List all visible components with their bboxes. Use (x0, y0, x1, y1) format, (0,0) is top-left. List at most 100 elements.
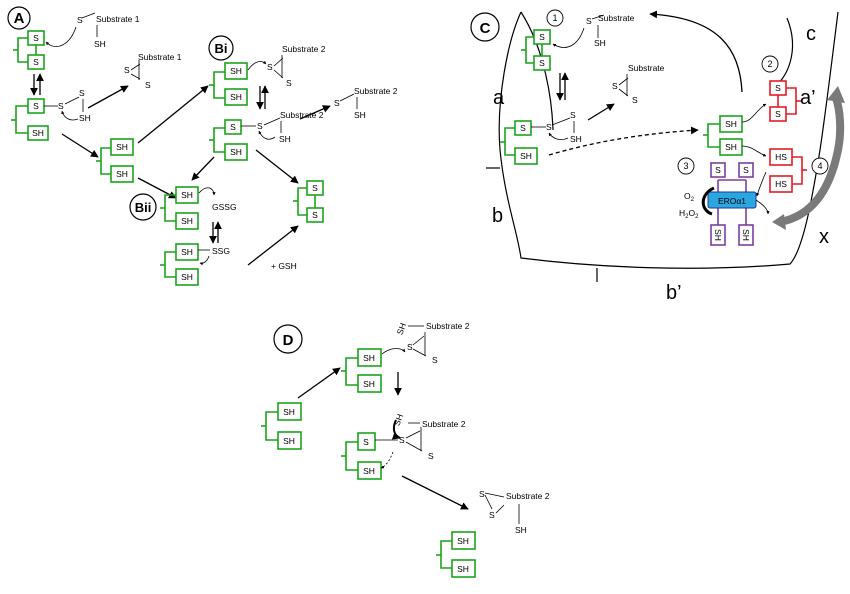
d-dotted-curved-arrow (380, 451, 394, 469)
c-redhs-to-ero-arrow (756, 171, 767, 197)
d-sub1-s1: S (407, 342, 413, 352)
c-green-to-red-arrow (741, 103, 767, 123)
c-red-top-s1: S (775, 83, 781, 93)
bii-gssg-label: GSSG (212, 202, 237, 212)
a-reduced-enzyme: SH SH (96, 138, 134, 183)
bi-ox-s2: S (312, 210, 318, 220)
c-ero-top-s2: S (743, 165, 749, 175)
a-reduced-sh2: SH (116, 169, 128, 179)
c-ox-sub-s2: S (632, 95, 638, 105)
c-region-x: x (819, 226, 829, 248)
panel-a: A S Substrate 1 SH S S S (7, 6, 209, 199)
c-step-3: 3 (683, 161, 688, 171)
c-region-c: c (806, 23, 816, 45)
c-ox-sub-name: Substrate (628, 63, 665, 73)
d-reduced-sh2: SH (283, 436, 295, 446)
c-gray-arrow-head-left (772, 214, 786, 230)
bii-gssg-sh2: SH (181, 216, 193, 226)
d-enzyme2-sh2: SH (363, 379, 375, 389)
bi-mixed-sh: SH (230, 147, 242, 157)
d-enzyme-2: SH SH (341, 348, 382, 393)
d-sub2-name: Substrate 2 (422, 419, 466, 429)
c-step-3-circle (677, 157, 695, 175)
a-enzyme-top-s2: S (33, 57, 39, 67)
a-reduced-sh1: SH (116, 142, 128, 152)
c-enzyme-top: S S (521, 29, 551, 71)
bi-arrow-to-bii (191, 156, 215, 181)
c-mixed-s: S (520, 123, 526, 133)
c-cell-outline (498, 11, 839, 269)
c-mixed-sub-s-left: S (546, 122, 552, 132)
a-mixed-sub-s-left: S (58, 101, 64, 111)
c-inner-wall-left (520, 11, 554, 131)
c-red-bottom-enzyme: HS HS (769, 148, 807, 193)
d-substrate-2: SH Substrate 2 S S (392, 413, 466, 461)
panel-d-badge (273, 324, 303, 354)
bi-product-name: Substrate 2 (354, 86, 398, 96)
c-top-curved-arrow (552, 27, 585, 48)
bii-gssg-sh1: SH (181, 190, 193, 200)
c-step-4: 4 (817, 161, 822, 171)
c-step-1-circle (546, 9, 564, 27)
c-step-2-circle (761, 55, 779, 73)
d-reduced-sh1: SH (283, 407, 295, 417)
c-ox-sub-s1: S (612, 81, 618, 91)
c-oxidized-substrate: S Substrate S (612, 63, 665, 105)
d-product-name: Substrate 2 (506, 491, 550, 501)
c-inner-wall-right (769, 17, 794, 91)
a-mixed-sh: SH (32, 128, 44, 138)
panel-d: D SH SH SH SH SH Substrate 2 S (261, 321, 550, 578)
d-thick-curved-arrow (391, 419, 401, 440)
c-region-b: b (492, 205, 503, 227)
d-sub2-s2: S (428, 451, 434, 461)
bi-mixed-substrate: S Substrate 2 SH (257, 110, 324, 144)
c-top-s1: S (539, 32, 545, 42)
d-substrate-1: SH Substrate 2 S S (395, 321, 470, 365)
bii-gssg-curved-arrow (198, 187, 216, 196)
c-o2-arrow (701, 186, 715, 216)
panel-c-badge (470, 12, 500, 42)
bi-top-curved-arrow (247, 60, 267, 71)
c-green-sh2: SH (725, 142, 737, 152)
bi-sub-s1: S (267, 62, 273, 72)
d-sub1-s2: S (432, 355, 438, 365)
a-oxidized-substrate: S Substrate 1 S (124, 52, 182, 90)
c-ero-complex: S S EROα1 SH SH (707, 162, 757, 246)
d-sub1-name: Substrate 2 (426, 321, 470, 331)
c-arrow-to-ox-sub (587, 103, 615, 121)
c-top-s2: S (539, 58, 545, 68)
c-top-sub-sh: SH (594, 38, 606, 48)
bi-product-sh: SH (354, 110, 366, 120)
panel-bii: Bii SH SH GSSG SH SH SSG + GSH (129, 186, 299, 286)
c-top-sub-s: S (586, 16, 592, 26)
c-ero-bottom-sh1: SH (713, 229, 723, 241)
c-h2o2-label: H2O2 (679, 208, 699, 220)
c-gray-arrow-body (779, 96, 845, 226)
c-mixed-sub-s-top: S (570, 110, 576, 120)
c-region-a: a (493, 87, 505, 109)
d-curved-arrow-1 (381, 348, 406, 355)
bii-arrow-to-oxidized (247, 225, 299, 266)
a-mixed-curved-arrow (61, 110, 79, 121)
panel-bii-label: Bii (135, 200, 152, 215)
bi-mixed-sub-name: Substrate 2 (280, 110, 324, 120)
c-top-substrate: S Substrate SH (586, 13, 635, 48)
d-final-sh1: SH (457, 536, 469, 546)
d-product: S S Substrate 2 SH (479, 489, 550, 535)
a-arrow-to-ox-sub (87, 85, 129, 109)
panel-d-label: D (283, 332, 294, 349)
d-product-s1: S (479, 489, 485, 499)
panel-a-badge (7, 6, 31, 30)
d-arrow-3 (401, 475, 469, 510)
panel-a-label: A (14, 10, 25, 27)
a-top-substrate-name: Substrate 1 (96, 14, 140, 24)
bi-mixed-enzyme: S SH (209, 119, 248, 161)
d-enzyme2-sh1: SH (363, 353, 375, 363)
d-enzyme3-sh: SH (363, 466, 375, 476)
bi-product-s: S (334, 98, 340, 108)
bi-sub-name: Substrate 2 (282, 44, 326, 54)
c-mixed-sh: SH (520, 151, 532, 161)
a-mixed-sub-s-top: S (79, 88, 85, 98)
c-green-sh1: SH (725, 119, 737, 129)
